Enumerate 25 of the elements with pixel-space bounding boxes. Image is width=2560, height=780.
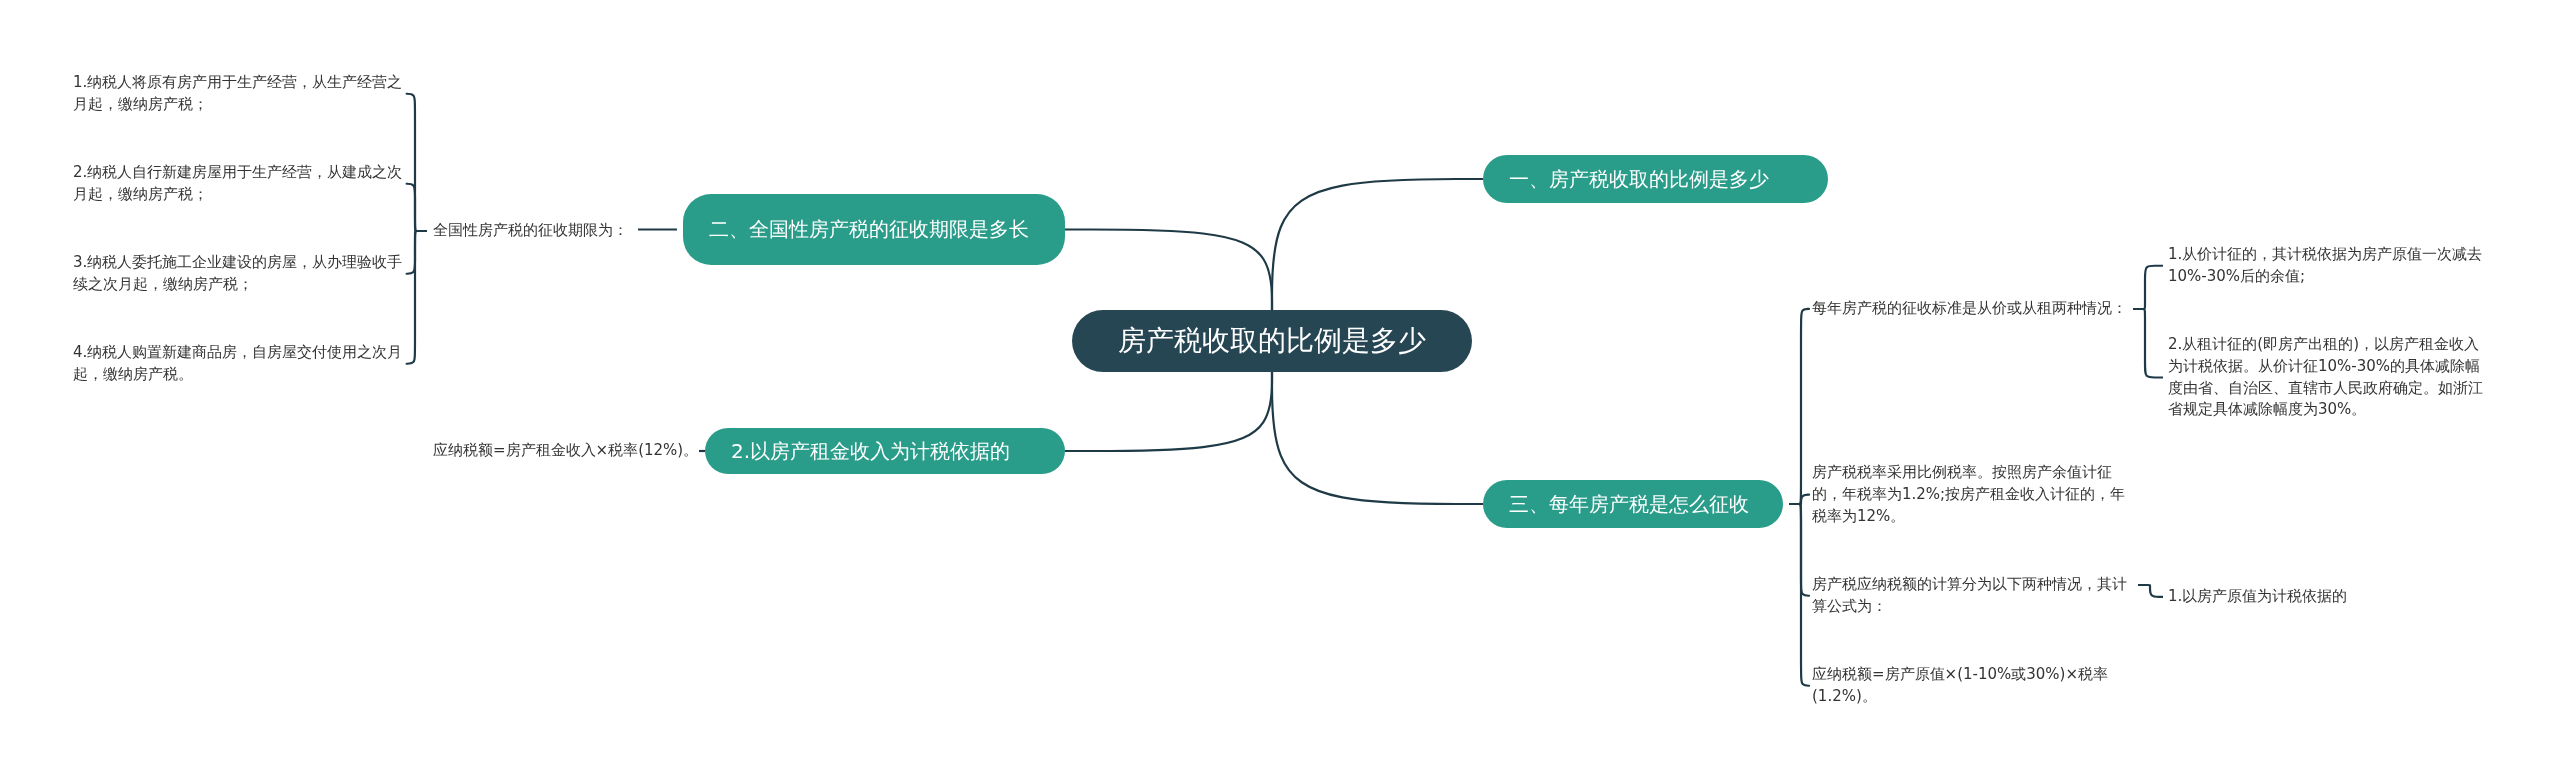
note-text: 房产税应纳税额的计算分为以下两种情况，其计算公式为： [1812,574,2132,618]
note-text: 1.从价计征的，其计税依据为房产原值一次减去10%-30%后的余值; [2168,244,2483,288]
connector-line [1270,372,1483,506]
connector-line [1789,502,1810,687]
connector-line [2138,583,2165,598]
connector-line [699,449,705,453]
note-text: 1.以房产原值为计税依据的 [2168,586,2418,608]
topic-pill: 一、房产税收取的比例是多少 [1483,155,1828,203]
note-text: 2.从租计征的(即房产出租的)，以房产租金收入为计税依据。从价计征10%-30%的具体减除幅度由省、自治区、直辖市人民政府确定。如浙江省规定具体减除幅度为30%。 [2168,334,2483,421]
connector-line [406,229,427,365]
note-text: 2.纳税人自行新建房屋用于生产经营，从建成之次月起，缴纳房产税； [73,162,403,206]
note-text: 房产税税率采用比例税率。按照房产余值计征的，年税率为1.2%;按房产租金收入计征的，年税率为12%。 [1812,462,2132,528]
note-text: 3.纳税人委托施工企业建设的房屋，从办理验收手续之次月起，缴纳房产税； [73,252,403,296]
note-text: 应纳税额=房产租金收入×税率(12%)。 [433,440,705,462]
topic-pill: 2.以房产租金收入为计税依据的 [705,428,1065,474]
note-text: 应纳税额=房产原值×(1-10%或30%)×税率(1.2%)。 [1812,664,2132,708]
note-text: 4.纳税人购置新建商品房，自房屋交付使用之次月起，缴纳房产税。 [73,342,403,386]
note-text: 1.纳税人将原有房产用于生产经营，从生产经营之月起，缴纳房产税； [73,72,403,116]
topic-pill: 二、全国性房产税的征收期限是多长 [683,194,1065,265]
topic-pill: 三、每年房产税是怎么征收 [1483,480,1783,528]
connector-line [638,228,677,231]
note-text: 每年房产税的征收标准是从价或从租两种情况： [1812,298,2127,320]
note-text: 全国性房产税的征收期限为： [433,220,638,242]
connector-line [1065,228,1274,310]
central-topic: 房产税收取的比例是多少 [1072,310,1472,372]
